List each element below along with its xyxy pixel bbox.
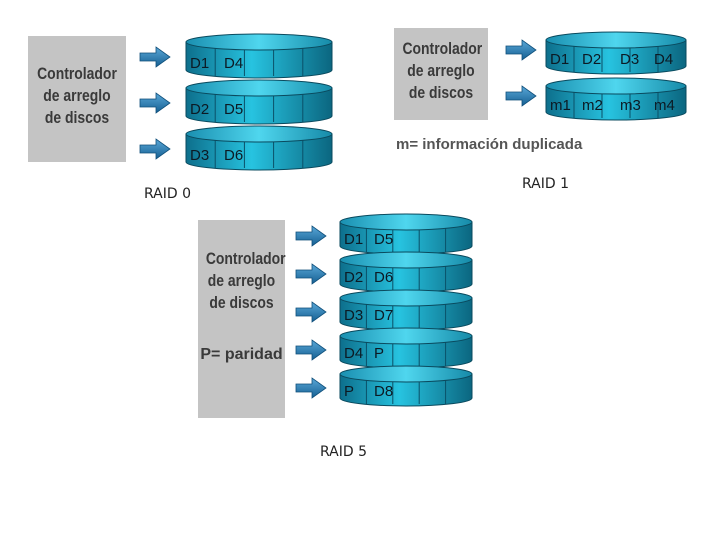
disk-block-label: D3	[620, 51, 639, 68]
disk-block-label: m3	[620, 97, 641, 114]
raid1-caption: RAID 1	[522, 176, 570, 192]
disk-block-label: D2	[582, 51, 601, 68]
raid0-arrow	[139, 92, 171, 114]
disk-block-label: D3	[344, 307, 363, 324]
raid0-disk: D2 D5	[185, 79, 333, 125]
raid1-duplicate-note: m= información duplicada	[396, 136, 583, 153]
raid5-disk: D1 D5	[339, 213, 473, 255]
raid0-controller-label: Controlador de arreglo de discos	[37, 64, 117, 127]
disk-block-label: D4	[224, 55, 243, 72]
raid5-arrow	[295, 301, 327, 323]
disk-block-label: D1	[190, 55, 209, 72]
raid5-controller-label: Controlador de arreglo de discos	[205, 249, 286, 312]
raid5-disk: P D8	[339, 365, 473, 407]
raid5-disk: D3 D7	[339, 289, 473, 331]
raid5-caption: RAID 5	[320, 444, 368, 460]
raid1-disk: D1 D2 D3 D4	[545, 31, 687, 75]
disk-block-label: m1	[550, 97, 571, 114]
raid0-disk: D3 D6	[185, 125, 333, 171]
raid5-disk: D2 D6	[339, 251, 473, 293]
raid1-disk: m1 m2 m3 m4	[545, 77, 687, 121]
disk-block-label: D4	[344, 345, 363, 362]
disk-block-label: D6	[374, 269, 393, 286]
raid0-arrow	[139, 46, 171, 68]
disk-block-label: m2	[582, 97, 603, 114]
raid0-caption: RAID 0	[144, 186, 192, 202]
raid5-arrow	[295, 339, 327, 361]
disk-block-label: D8	[374, 383, 393, 400]
disk-block-label: m4	[654, 97, 675, 114]
disk-block-label: D1	[344, 231, 363, 248]
raid1-controller-panel: Controlador de arreglo de discos	[394, 28, 488, 120]
raid5-controller-panel: Controlador de arreglo de discos P= pari…	[198, 220, 286, 418]
disk-block-label: D5	[224, 101, 243, 118]
raid5-disk: D4 P	[339, 327, 473, 369]
disk-block-label: D7	[374, 307, 393, 324]
disk-block-label: D1	[550, 51, 569, 68]
raid1-arrow	[505, 85, 537, 107]
raid1-controller-label: Controlador de arreglo de discos	[402, 39, 483, 102]
disk-block-label: D2	[344, 269, 363, 286]
raid5-arrow	[295, 263, 327, 285]
disk-block-label: D6	[224, 147, 243, 164]
disk-block-label: D5	[374, 231, 393, 248]
disk-block-label: D3	[190, 147, 209, 164]
raid0-controller-panel: Controlador de arreglo de discos	[28, 36, 126, 162]
disk-block-label: P	[374, 345, 384, 362]
raid0-disk: D1 D4	[185, 33, 333, 79]
disk-block-label: P	[344, 383, 354, 400]
disk-block-label: D2	[190, 101, 209, 118]
raid5-arrow	[295, 377, 327, 399]
raid0-arrow	[139, 138, 171, 160]
raid5-arrow	[295, 225, 327, 247]
raid5-parity-note: P= paridad	[200, 346, 283, 363]
disk-block-label: D4	[654, 51, 673, 68]
raid1-arrow	[505, 39, 537, 61]
